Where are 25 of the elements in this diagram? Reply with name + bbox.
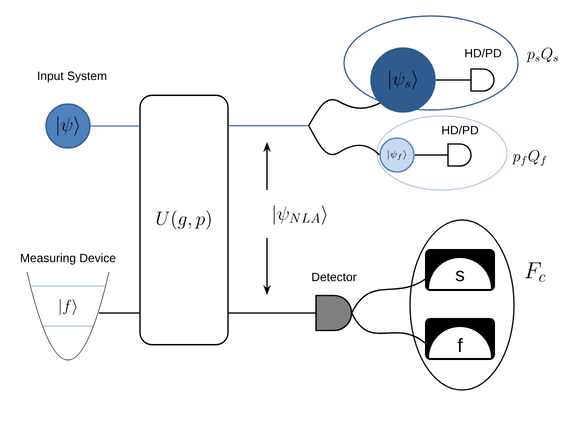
connector: [308, 125, 380, 156]
connector: [414, 154, 448, 156]
connector: [308, 99, 380, 126]
unitary-box: $U(g,p)$: [139, 94, 229, 346]
connector: [436, 79, 471, 81]
node-label: Input System: [38, 72, 106, 82]
detector: Detector: [312, 272, 356, 332]
detector: HD/PD: [465, 48, 502, 92]
meter: f: [425, 318, 495, 360]
state-label: $\left|\psi_{NLA}\right\rangle$: [274, 205, 326, 225]
detector: HD/PD: [442, 126, 478, 167]
connector: [90, 125, 140, 127]
connector: [351, 312, 426, 344]
beam-line: [228, 125, 309, 126]
potential-well: Measuring Device $\left|f\right\rangle$: [20, 253, 116, 360]
node-label: $p_fQ_f$: [512, 150, 546, 166]
node-label: HD/PD: [442, 126, 478, 134]
connector: [351, 278, 426, 314]
node-label: HD/PD: [465, 48, 502, 58]
node-label: $F_c$: [525, 262, 546, 282]
connector: [228, 312, 316, 314]
connector: [98, 312, 140, 314]
node-label: $p_sQ_s$: [526, 48, 558, 62]
node-label: Detector: [312, 272, 356, 282]
meter: s: [425, 249, 495, 291]
